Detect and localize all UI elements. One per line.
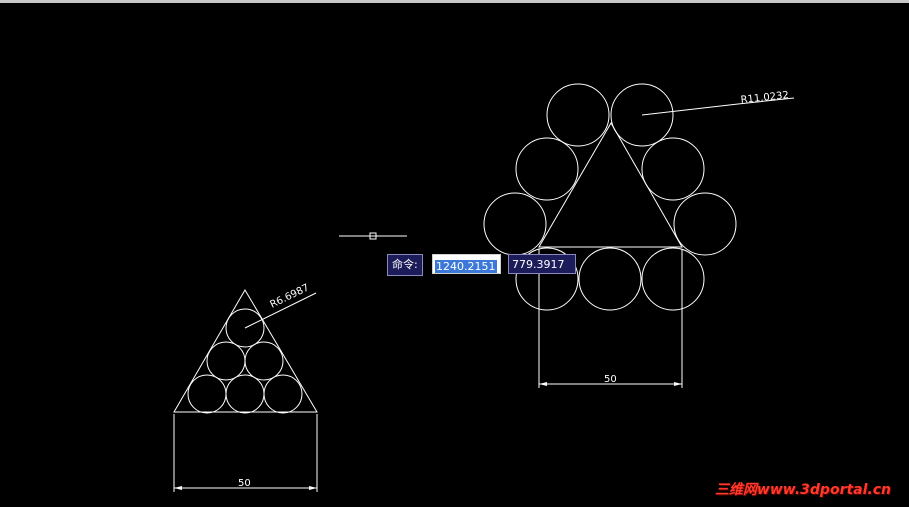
drawing-canvas[interactable]: R6.6987 50 R11.0232 50 xyxy=(0,3,909,507)
watermark: 三维网www.3dportal.cn xyxy=(714,482,891,498)
dynamic-input-x-field[interactable]: 1240.2151 xyxy=(432,254,501,274)
right-circle-left-upper[interactable] xyxy=(515,137,579,201)
left-radius-leader[interactable] xyxy=(244,292,317,329)
dynamic-input-y-field[interactable]: 779.3917 xyxy=(508,254,576,274)
right-circle-top-left[interactable] xyxy=(546,83,610,147)
window-top-border xyxy=(0,0,909,3)
right-dim-arrow-right xyxy=(674,382,682,386)
right-circle-bottom-left[interactable] xyxy=(515,247,579,311)
right-radius-leader-tail xyxy=(737,97,795,105)
left-triangle[interactable] xyxy=(173,289,318,413)
left-dim-arrow-left xyxy=(174,486,182,490)
left-circle-bottom-right[interactable] xyxy=(263,374,303,414)
left-circle-bottom-left[interactable] xyxy=(187,374,227,414)
right-radius-leader[interactable] xyxy=(641,103,739,116)
dynamic-input-x-value: 1240.2151 xyxy=(435,260,497,273)
left-circle-bottom-center[interactable] xyxy=(225,374,265,414)
right-radius-label: R11.0232 xyxy=(740,90,789,106)
left-circle-mid-right[interactable] xyxy=(244,341,284,381)
crosshair-cursor-icon xyxy=(339,232,407,240)
right-circle-left-lower[interactable] xyxy=(483,192,547,256)
left-figure[interactable]: R6.6987 50 xyxy=(173,282,318,492)
right-circle-right-upper[interactable] xyxy=(641,137,705,201)
right-circle-right-lower[interactable] xyxy=(673,192,737,256)
left-circle-top[interactable] xyxy=(225,308,265,348)
right-circle-bottom-center[interactable] xyxy=(578,247,642,311)
right-figure[interactable]: R11.0232 50 xyxy=(483,83,795,388)
right-circle-top-right[interactable] xyxy=(610,83,674,147)
left-circle-mid-left[interactable] xyxy=(206,341,246,381)
left-dim-arrow-right xyxy=(309,486,317,490)
left-dim-label: 50 xyxy=(238,478,251,489)
dynamic-input-prompt: 命令: xyxy=(387,254,423,276)
right-dim-label: 50 xyxy=(604,374,617,385)
right-dim-arrow-left xyxy=(539,382,547,386)
right-circle-bottom-right[interactable] xyxy=(641,247,705,311)
